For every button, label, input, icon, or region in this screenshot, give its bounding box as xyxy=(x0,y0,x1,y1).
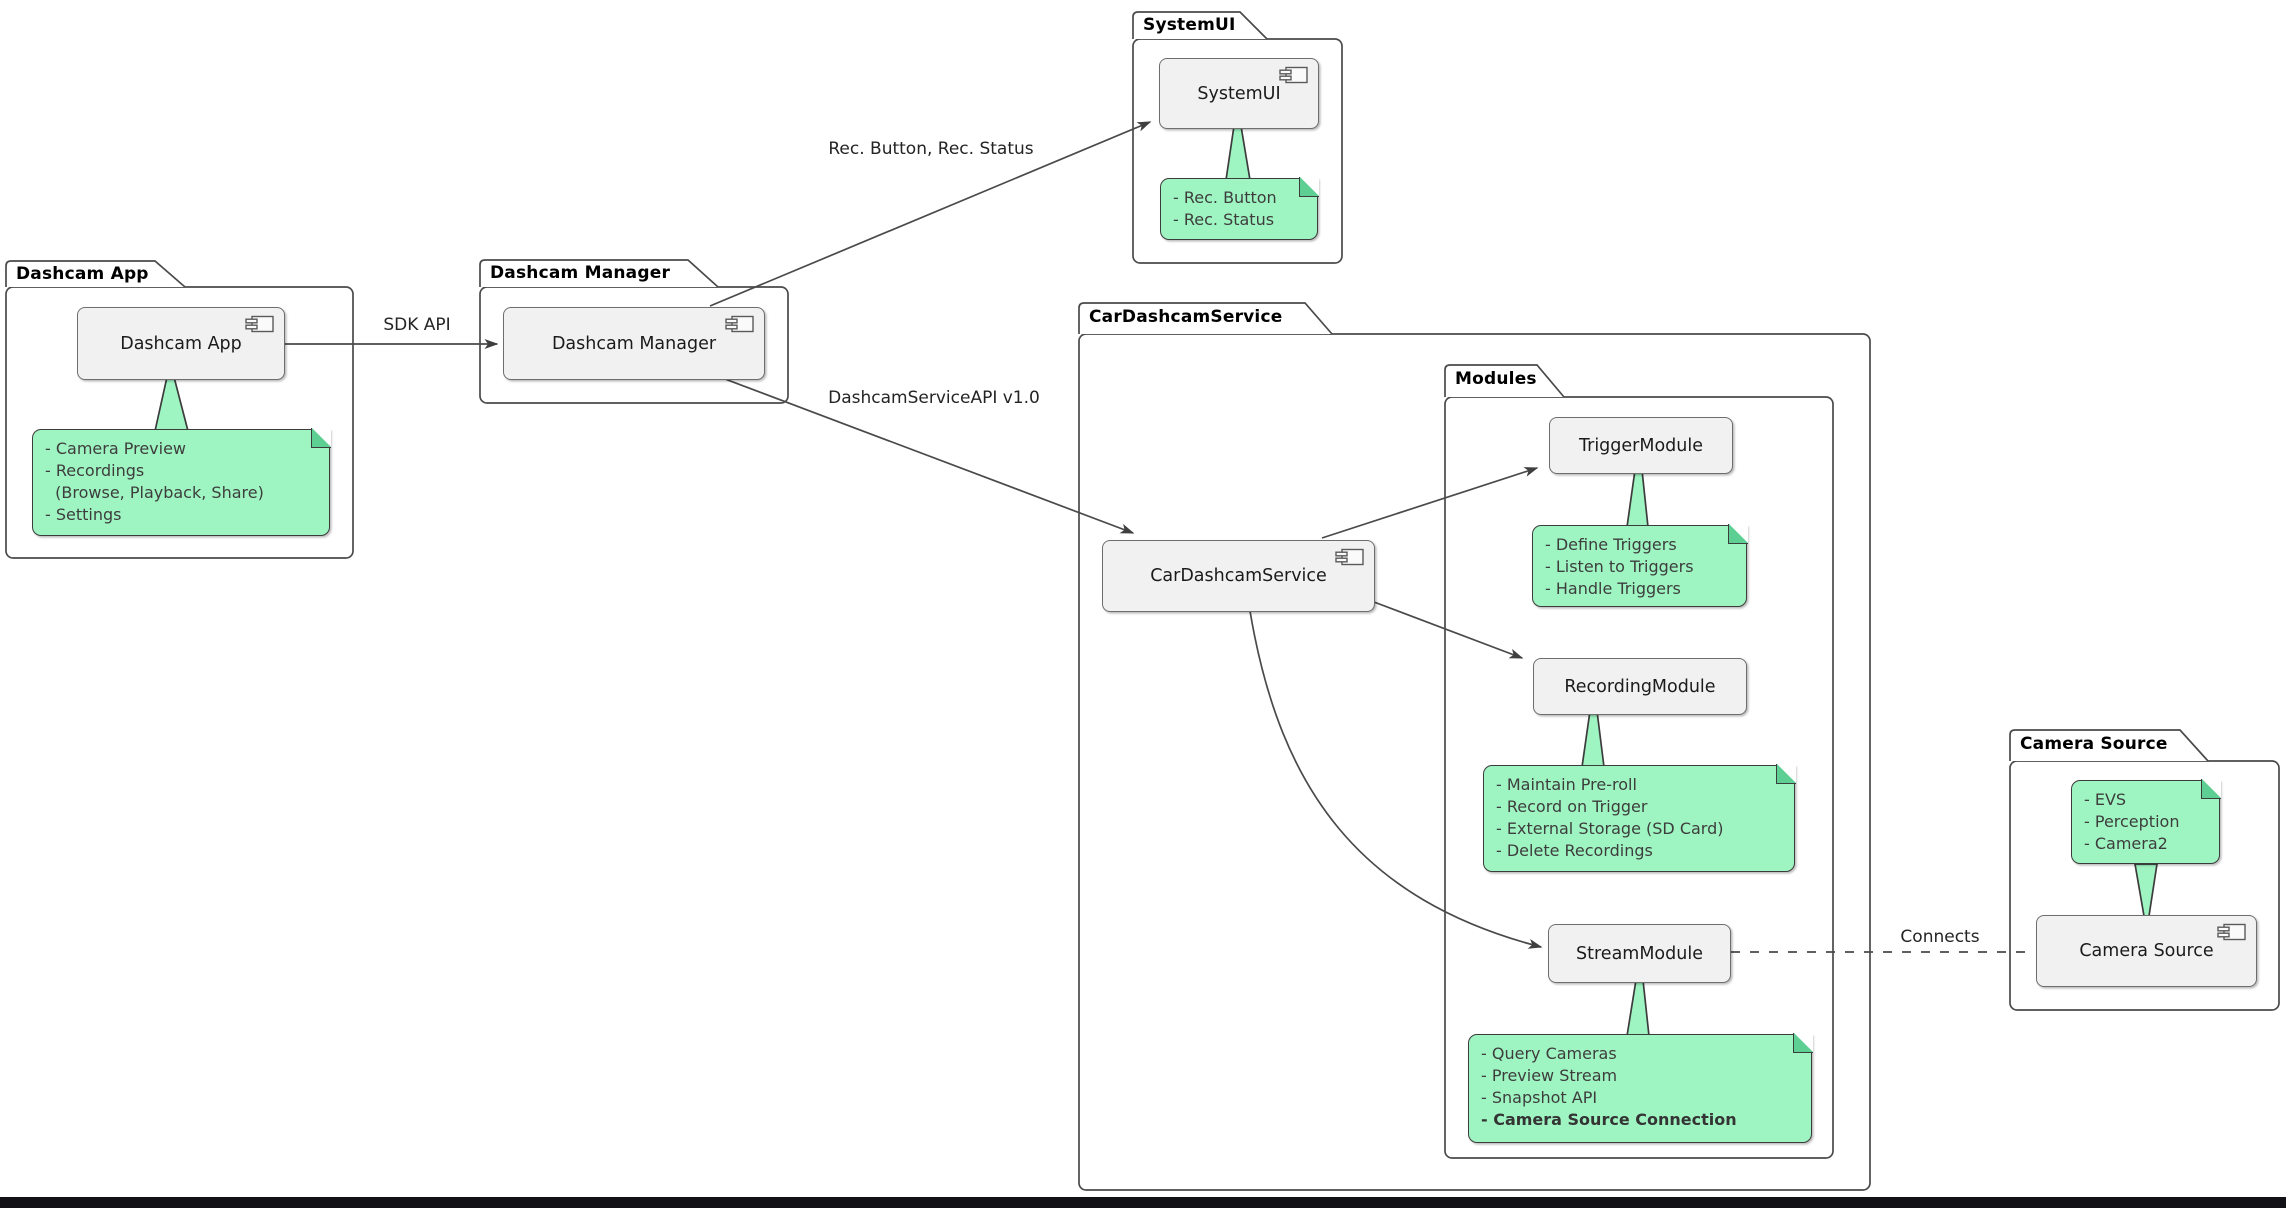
note-fold-corner-icon xyxy=(1727,524,1748,545)
note-line: - Listen to Triggers xyxy=(1545,557,1694,576)
note-line: - Settings xyxy=(45,505,122,524)
note-line: - Query Cameras xyxy=(1481,1044,1617,1063)
note-line: - EVS xyxy=(2084,790,2127,809)
package-title-systemui: SystemUI xyxy=(1143,15,1236,35)
note-line: - External Storage (SD Card) xyxy=(1496,819,1724,838)
package-title-car-dashcam-service: CarDashcamService xyxy=(1089,307,1283,327)
component-icon xyxy=(1279,66,1308,84)
component-camera-source: Camera Source xyxy=(2036,915,2257,987)
edge-label-rec-button-status: Rec. Button, Rec. Status xyxy=(828,139,1034,159)
edge-to-recording-module xyxy=(1373,601,1524,659)
component-icon xyxy=(725,315,754,333)
component-dashcam-app: Dashcam App xyxy=(77,307,285,380)
component-label: Dashcam App xyxy=(120,333,242,354)
component-icon xyxy=(2217,923,2246,941)
note-dashcam-app: - Camera Preview - Recordings (Browse, P… xyxy=(32,428,331,536)
component-car-dashcam-service: CarDashcamService xyxy=(1102,540,1375,612)
component-label: Dashcam Manager xyxy=(551,333,717,354)
note-fold-corner-icon xyxy=(1775,764,1796,785)
component-stream-module: StreamModule xyxy=(1548,924,1731,983)
note-fold-corner-icon xyxy=(1792,1033,1813,1054)
component-systemui: SystemUI xyxy=(1159,58,1319,129)
package-title-camera-source: Camera Source xyxy=(2020,734,2168,754)
package-title-dashcam-app: Dashcam App xyxy=(16,264,149,284)
component-label: SystemUI xyxy=(1197,83,1281,104)
package-tab xyxy=(1132,11,1268,40)
note-line: - Rec. Status xyxy=(1173,210,1275,229)
package-tab xyxy=(2009,729,2209,762)
package-tab xyxy=(1078,302,1333,335)
note-camera-source: - EVS - Perception - Camera2 xyxy=(2071,779,2221,864)
note-line: - Perception xyxy=(2084,812,2180,831)
component-label: StreamModule xyxy=(1576,943,1703,964)
component-icon xyxy=(1335,548,1364,566)
note-fold-corner-icon xyxy=(1298,177,1319,198)
note-line: - Handle Triggers xyxy=(1545,579,1681,598)
note-trigger-module: - Define Triggers - Listen to Triggers -… xyxy=(1532,524,1748,607)
note-line: - Camera Preview xyxy=(45,439,187,458)
component-icon xyxy=(245,315,274,333)
edge-label-sdk-api: SDK API xyxy=(383,315,451,335)
edge-dashcam-service-api xyxy=(724,378,1135,534)
note-fold-corner-icon xyxy=(310,428,331,449)
edge-to-trigger-module xyxy=(1321,467,1539,539)
component-label: TriggerModule xyxy=(1579,435,1703,456)
note-fold-corner-icon xyxy=(2200,779,2221,800)
note-systemui: - Rec. Button - Rec. Status xyxy=(1160,177,1319,240)
note-line: - Maintain Pre-roll xyxy=(1496,775,1637,794)
note-line: - Recordings xyxy=(45,461,145,480)
note-stream-module: - Query Cameras - Preview Stream - Snaps… xyxy=(1468,1033,1813,1143)
edge-label-dashcam-service-api: DashcamServiceAPI v1.0 xyxy=(828,388,1040,408)
note-line: - Rec. Button xyxy=(1173,188,1277,207)
note-recording-module: - Maintain Pre-roll - Record on Trigger … xyxy=(1483,764,1796,872)
component-label: RecordingModule xyxy=(1564,676,1716,697)
package-tab xyxy=(1444,364,1565,398)
component-recording-module: RecordingModule xyxy=(1533,658,1747,715)
bottom-bar xyxy=(0,1197,2286,1208)
package-tab xyxy=(479,259,719,288)
note-line: - Camera Source Connection xyxy=(1481,1110,1737,1129)
note-line: - Preview Stream xyxy=(1481,1066,1618,1085)
note-line: - Delete Recordings xyxy=(1496,841,1653,860)
note-line: - Record on Trigger xyxy=(1496,797,1648,816)
edge-to-stream-module xyxy=(1249,610,1543,949)
package-title-modules: Modules xyxy=(1455,369,1537,389)
component-dashcam-manager: Dashcam Manager xyxy=(503,307,765,380)
edge-label-connects: Connects xyxy=(1900,927,1980,947)
note-line: - Define Triggers xyxy=(1545,535,1677,554)
edge-rec-button-status xyxy=(709,121,1152,307)
note-line: (Browse, Playback, Share) xyxy=(45,483,264,502)
component-label: Camera Source xyxy=(2079,941,2214,961)
package-title-dashcam-manager: Dashcam Manager xyxy=(490,263,671,283)
note-line: - Camera2 xyxy=(2084,834,2168,853)
note-line: - Snapshot API xyxy=(1481,1088,1598,1107)
component-trigger-module: TriggerModule xyxy=(1549,417,1733,474)
component-label: CarDashcamService xyxy=(1150,566,1327,586)
package-tab xyxy=(5,260,186,288)
